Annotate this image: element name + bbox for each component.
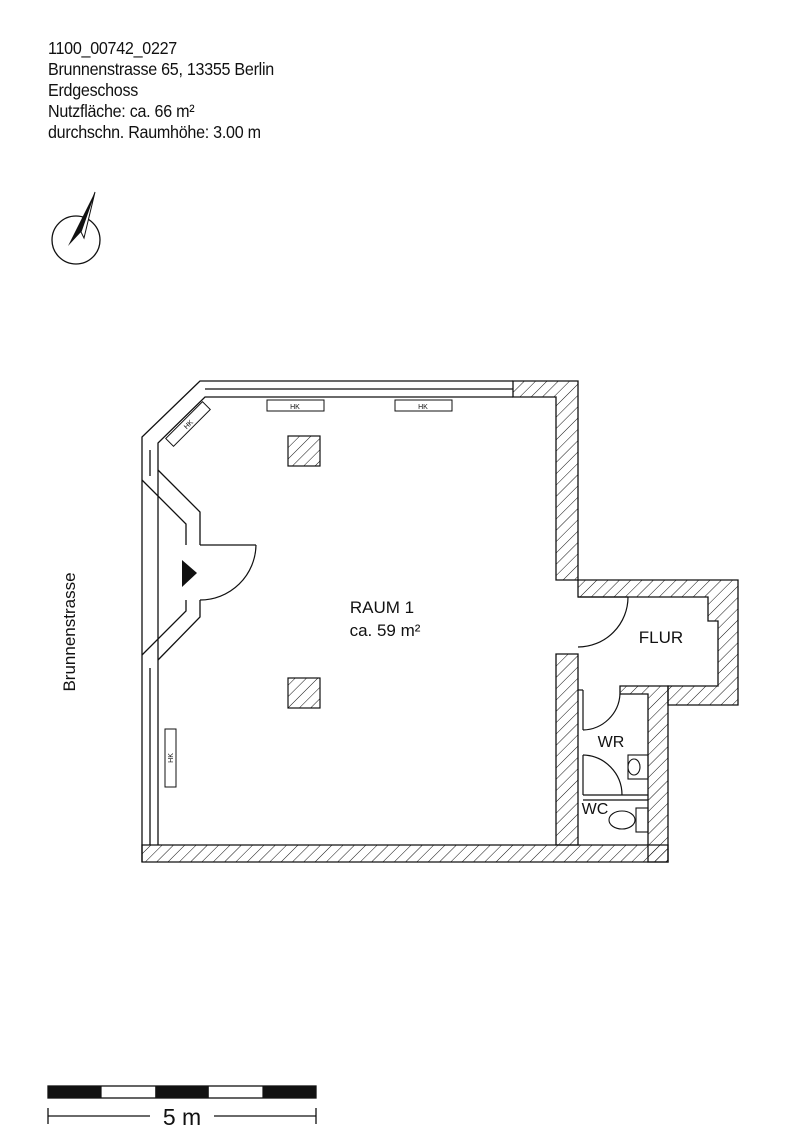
entrance-door	[199, 544, 257, 601]
room1-name: RAUM 1	[350, 598, 414, 617]
room1-area: ca. 59 m²	[350, 621, 421, 640]
svg-text:HK: HK	[418, 404, 428, 411]
outer-walls	[141, 380, 513, 862]
street-label: Brunnenstrasse	[60, 572, 79, 691]
hatched-walls	[141, 380, 739, 863]
scale-label: 5 m	[163, 1104, 201, 1130]
radiator-top-2: HK	[394, 399, 453, 412]
flur-door	[577, 596, 629, 648]
svg-text:HK: HK	[168, 753, 175, 763]
room-wr-label: WR	[598, 734, 625, 751]
bath-doors	[578, 689, 648, 801]
radiator-west: HK	[164, 728, 177, 788]
radiator-diagonal: HK	[165, 401, 211, 447]
address: Brunnenstrasse 65, 13355 Berlin	[48, 59, 274, 79]
radiator-top-1: HK	[266, 399, 325, 412]
north-arrow-icon	[51, 191, 101, 265]
column-north	[287, 435, 321, 467]
svg-text:HK: HK	[290, 404, 300, 411]
room-wc-label: WC	[582, 801, 609, 818]
scale-bar: 5 m	[47, 1085, 317, 1130]
washbasin-icon	[627, 754, 649, 780]
entrance-marker-icon	[182, 560, 197, 587]
plan-header: 1100_00742_0227 Brunnenstrasse 65, 13355…	[48, 38, 294, 143]
floor-name: Erdgeschoss	[48, 80, 139, 100]
usable-area: Nutzfläche: ca. 66 m²	[48, 101, 195, 121]
column-south	[287, 677, 321, 709]
toilet-icon	[608, 807, 649, 833]
room-height: durchschn. Raumhöhe: 3.00 m	[48, 122, 261, 142]
room-flur-label: FLUR	[639, 628, 683, 647]
plan-id: 1100_00742_0227	[48, 38, 177, 58]
